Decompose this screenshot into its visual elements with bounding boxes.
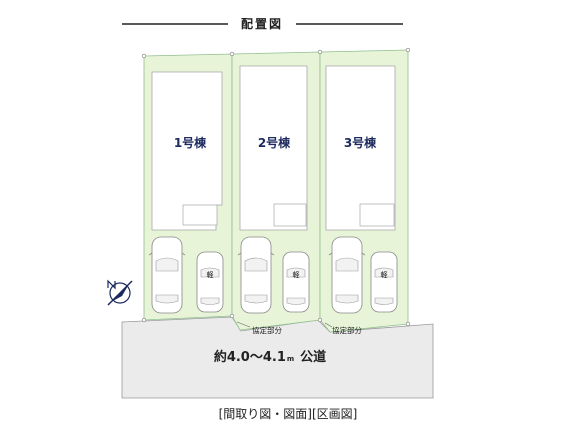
caption: [間取り図・図面][区画図]: [218, 407, 358, 421]
road-type: 公道: [300, 349, 326, 365]
lot-2-label: 2号棟: [258, 135, 291, 150]
lot-2-porch: [273, 203, 307, 227]
north-arrow-icon: [107, 279, 133, 306]
boundary-markers: [141, 47, 411, 327]
kei-car-icon: [370, 251, 398, 313]
lot-2: 2号棟 軽: [231, 51, 321, 331]
car-icon: [237, 236, 275, 314]
agreement-label-2: 協定部分: [332, 325, 362, 335]
lot-3: 3号棟 軽: [319, 49, 409, 333]
road-width-prefix: 約4.0～4.1: [214, 349, 286, 365]
lot-1-porch: [182, 204, 218, 226]
lot-1: 1号棟 軽: [143, 53, 233, 321]
agreement-pointer-1: [236, 321, 251, 328]
road-label: 約4.0～4.1m 公道: [214, 349, 326, 365]
agreement-label-1: 協定部分: [252, 325, 282, 335]
diagram-title: 配置図: [241, 16, 283, 31]
lot-3-porch: [359, 203, 395, 227]
lot-3-building: [325, 65, 396, 231]
road-width-unit: m: [287, 355, 294, 363]
car-icon: [328, 236, 366, 314]
agreement-pointer-2: [324, 322, 333, 328]
lot-2-building: [239, 65, 308, 231]
car-icon: [148, 236, 186, 314]
lot-3-label: 3号棟: [344, 135, 377, 150]
kei-car-icon: [282, 251, 310, 313]
lot-1-label: 1号棟: [174, 135, 207, 150]
lot-3-kei-label: 軽: [381, 270, 388, 279]
kei-car-icon: [196, 251, 224, 313]
lot-1-kei-label: 軽: [207, 270, 214, 279]
lot-2-kei-label: 軽: [293, 270, 300, 279]
